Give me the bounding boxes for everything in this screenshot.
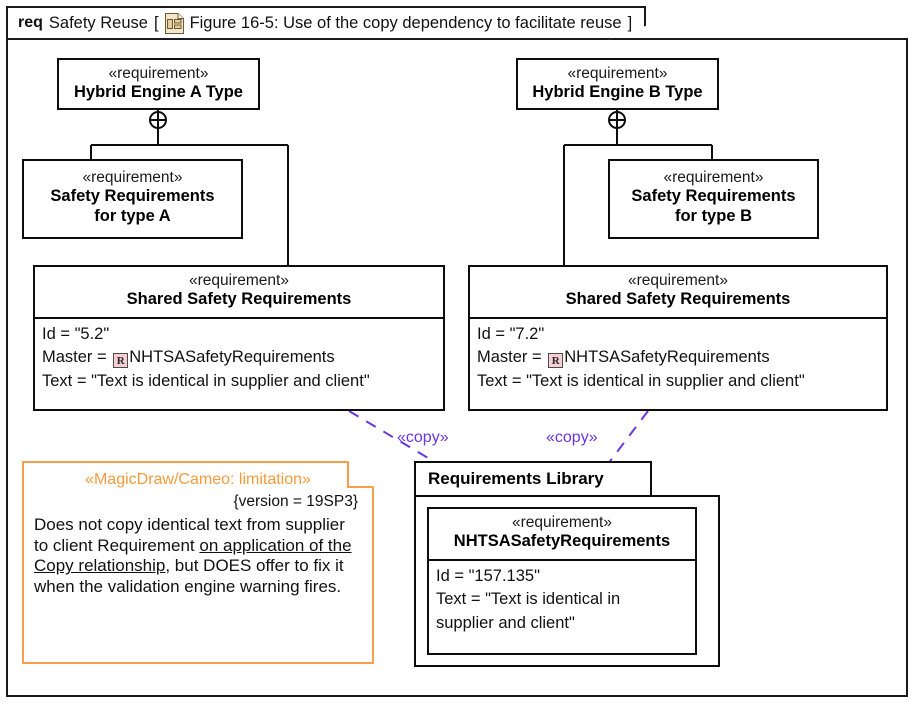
node-name-label: NHTSASafetyRequirements	[453, 532, 671, 551]
requirement-hybrid-engine-a[interactable]: «requirement» Hybrid Engine A Type	[57, 58, 260, 110]
note-stereotype-label: «MagicDraw/Cameo: limitation»	[85, 471, 311, 488]
requirement-diagram-icon	[164, 12, 184, 34]
node-name-label: Hybrid Engine B Type	[532, 83, 703, 102]
requirement-badge-icon: R	[113, 353, 129, 369]
limitation-note[interactable]: «MagicDraw/Cameo: limitation» {version =…	[22, 461, 374, 664]
node-header: «requirement» Hybrid Engine A Type	[59, 60, 258, 110]
attribute-text: Text = "Text is identical in supplier an…	[477, 371, 805, 390]
note-version-label: {version = 19SP3}	[233, 493, 358, 510]
frame-open-bracket: [	[153, 13, 159, 32]
node-name-line-1: Safety Requirements	[631, 187, 796, 206]
package-name-label: Requirements Library	[428, 469, 604, 488]
frame-title-label: Figure 16-5: Use of the copy dependency …	[189, 13, 622, 32]
attribute-master-value: NHTSASafetyRequirements	[564, 348, 770, 367]
attribute-master-prefix: Master =	[477, 348, 547, 367]
node-name-label: Shared Safety Requirements	[565, 290, 791, 309]
diagram-kind-label: req	[18, 14, 43, 31]
requirement-hybrid-engine-b[interactable]: «requirement» Hybrid Engine B Type	[516, 58, 719, 110]
note-body-text: Does not copy identical text from suppli…	[34, 515, 362, 598]
stereotype-label: «requirement»	[628, 272, 728, 289]
package-requirements-library[interactable]: Requirements Library «requirement» NHTSA…	[414, 461, 720, 667]
node-header: «requirement» Hybrid Engine B Type	[518, 60, 717, 110]
stereotype-label: «requirement»	[189, 272, 289, 289]
attribute-id: Id = "157.135"	[436, 566, 540, 585]
diagram-frame-header: req Safety Reuse [ Figure 16-5: Use of t…	[6, 6, 647, 40]
attribute-id: Id = "7.2"	[477, 324, 545, 343]
requirement-safety-requirements-type-b[interactable]: «requirement» Safety Requirements for ty…	[608, 159, 819, 239]
node-header: «requirement» Shared Safety Requirements	[470, 267, 886, 317]
attribute-master-value: NHTSASafetyRequirements	[129, 348, 335, 367]
stereotype-label: «requirement»	[512, 514, 612, 531]
copy-dependency-right-label: «copy»	[546, 429, 598, 446]
requirement-safety-requirements-type-a[interactable]: «requirement» Safety Requirements for ty…	[22, 159, 243, 239]
attribute-text-line-1: Text = "Text is identical in	[436, 590, 621, 609]
stereotype-label: «requirement»	[108, 65, 209, 82]
node-header: «requirement» NHTSASafetyRequirements	[429, 509, 695, 559]
node-name-label: Shared Safety Requirements	[126, 290, 352, 309]
requirement-shared-safety-right[interactable]: «requirement» Shared Safety Requirements…	[468, 265, 888, 411]
requirement-badge-icon: R	[548, 353, 564, 369]
note-content: «MagicDraw/Cameo: limitation» {version =…	[22, 461, 374, 664]
node-name-label: Hybrid Engine A Type	[74, 83, 243, 102]
attribute-master-prefix: Master =	[42, 348, 112, 367]
attribute-text-line-2: supplier and client"	[436, 613, 575, 632]
attribute-id: Id = "5.2"	[42, 324, 110, 343]
frame-close-bracket: ]	[627, 13, 633, 32]
stereotype-label: «requirement»	[567, 65, 668, 82]
node-header: «requirement» Safety Requirements for ty…	[610, 161, 817, 233]
node-name-line-2: for type A	[94, 206, 171, 225]
requirement-shared-safety-left[interactable]: «requirement» Shared Safety Requirements…	[33, 265, 445, 411]
requirement-nhtsa-safety-requirements[interactable]: «requirement» NHTSASafetyRequirements Id…	[427, 507, 697, 655]
note-shape	[22, 461, 374, 664]
node-name-line-1: Safety Requirements	[50, 187, 215, 206]
diagram-name-label: Safety Reuse	[48, 13, 148, 32]
attribute-text: Text = "Text is identical in supplier an…	[42, 371, 370, 390]
note-body-underlined: on application of the Copy relationship	[34, 535, 352, 576]
stereotype-label: «requirement»	[663, 169, 764, 186]
node-header: «requirement» Safety Requirements for ty…	[24, 161, 241, 233]
note-body-suffix: , but DOES offer to fix it when the vali…	[34, 556, 344, 597]
node-name-line-2: for type B	[674, 206, 752, 225]
package-tab: Requirements Library	[414, 461, 652, 497]
copy-dependency-left-label: «copy»	[397, 429, 449, 446]
attributes-compartment: Id = "157.135" Text = "Text is identical…	[429, 558, 695, 641]
node-header: «requirement» Shared Safety Requirements	[35, 267, 443, 317]
stereotype-label: «requirement»	[82, 169, 183, 186]
note-body-prefix: Does not copy identical text from suppli…	[34, 515, 345, 555]
